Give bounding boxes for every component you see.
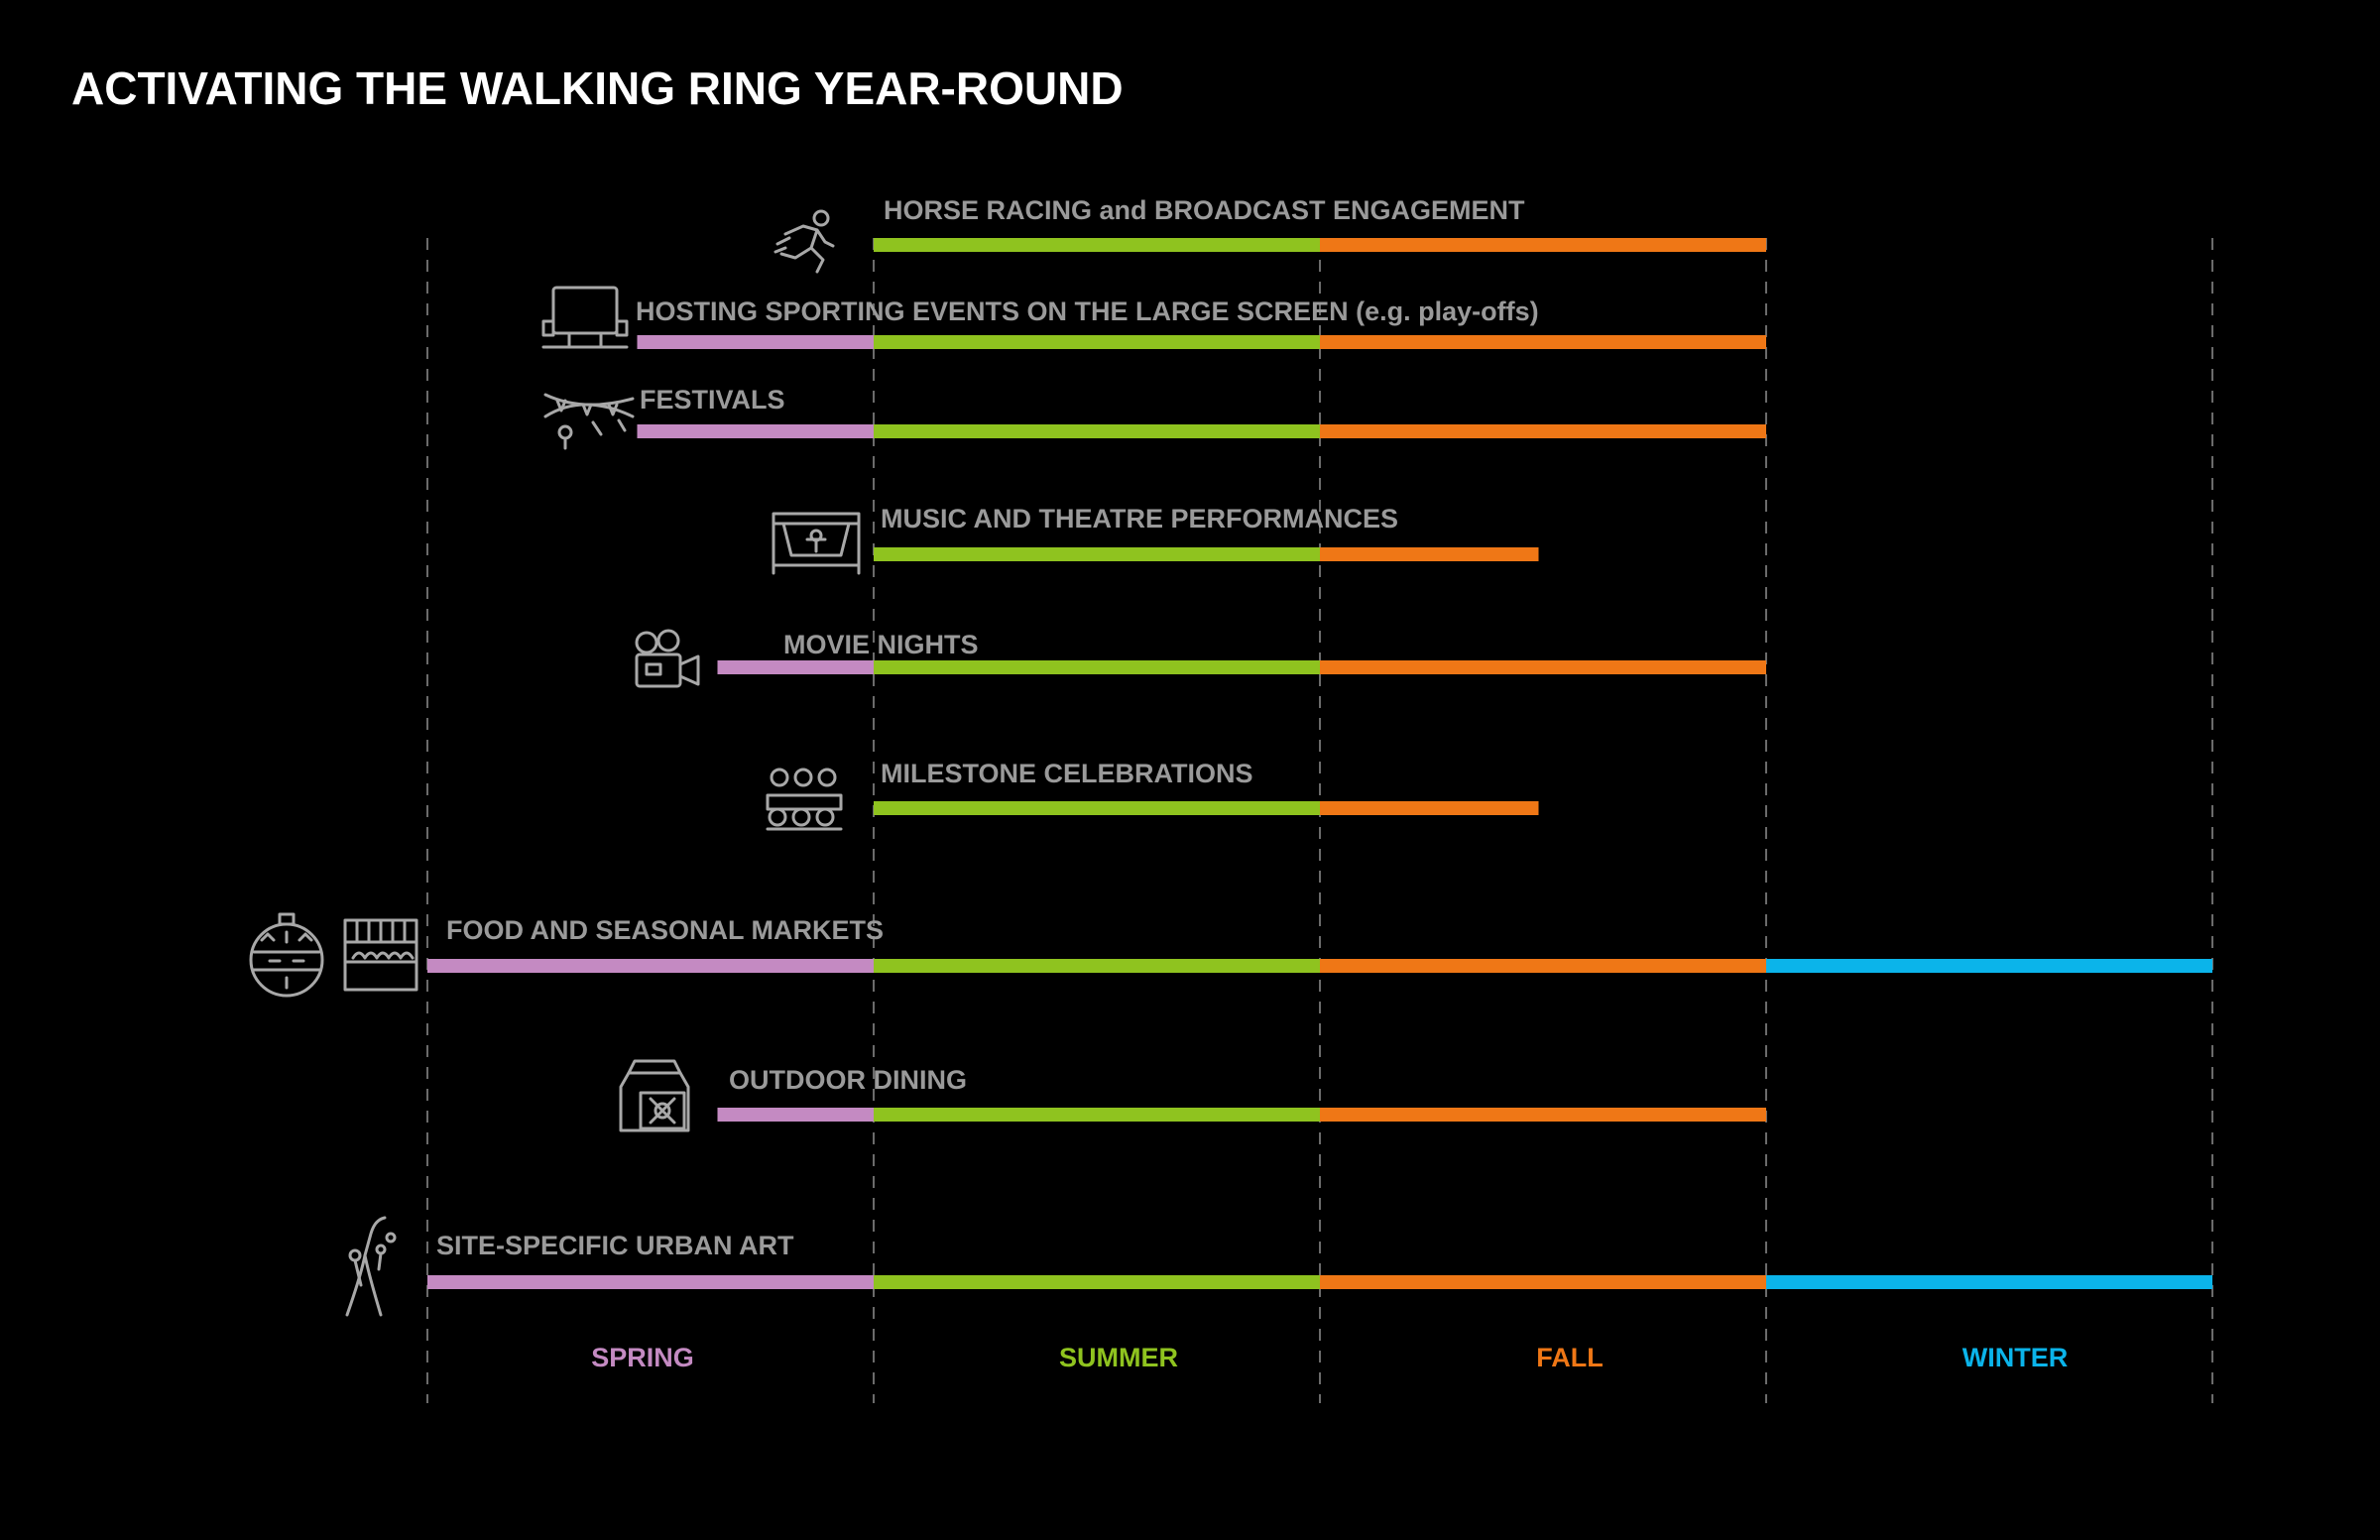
activity-bar-segment: [717, 1108, 874, 1122]
activity-bar-segment: [1766, 959, 2212, 973]
activity-bar-segment: [1320, 959, 1766, 973]
festival-lights-icon: [543, 393, 635, 450]
activity-bar-segment: [874, 959, 1320, 973]
activity-bar-segment: [874, 660, 1320, 674]
market-stall-icon: [343, 918, 418, 992]
dining-bag-icon: [619, 1059, 690, 1132]
activity-label: MOVIE NIGHTS: [783, 630, 979, 659]
activity-bar-segment: [1766, 1275, 2212, 1289]
activity-bar-segment: [717, 660, 874, 674]
stage-icon: [772, 512, 861, 575]
activity-bar-segment: [874, 1108, 1320, 1122]
activity-bar-segment: [1320, 801, 1539, 815]
activity-label: FOOD AND SEASONAL MARKETS: [446, 915, 884, 945]
season-label: FALL: [1536, 1343, 1604, 1372]
activity-bar-segment: [1320, 424, 1766, 438]
activity-bar-segment: [874, 424, 1320, 438]
activity-bar-segment: [637, 424, 874, 438]
activity-bar-segment: [1320, 547, 1539, 561]
activity-label: FESTIVALS: [640, 385, 785, 415]
activity-bar-segment: [874, 1275, 1320, 1289]
season-label: WINTER: [1963, 1343, 2068, 1372]
activity-bars: [427, 238, 2212, 1289]
activity-label: SITE-SPECIFIC URBAN ART: [436, 1231, 794, 1260]
season-labels: SPRING SUMMER FALL WINTER: [591, 1343, 2068, 1372]
large-screen-icon: [541, 286, 629, 349]
activity-label: OUTDOOR DINING: [729, 1065, 967, 1095]
season-label: SUMMER: [1059, 1343, 1178, 1372]
activity-label: MUSIC AND THEATRE PERFORMANCES: [881, 504, 1398, 533]
celebration-table-icon: [766, 768, 843, 831]
urban-art-icon: [345, 1216, 397, 1317]
activity-labels: HORSE RACING and BROADCAST ENGAGEMENT HOS…: [436, 195, 1539, 1260]
activity-label: HORSE RACING and BROADCAST ENGAGEMENT: [884, 195, 1525, 225]
activity-bar-segment: [427, 1275, 874, 1289]
activity-bar-segment: [1320, 238, 1766, 252]
activity-bar-segment: [1320, 660, 1766, 674]
horse-racing-icon: [774, 209, 835, 274]
chart-title: ACTIVATING THE WALKING RING YEAR-ROUND: [71, 62, 1124, 114]
season-dividers: [426, 238, 2213, 1403]
activity-bar-segment: [1320, 335, 1766, 349]
activity-bar-segment: [874, 238, 1320, 252]
movie-camera-icon: [635, 629, 700, 688]
activity-bar-segment: [874, 335, 1320, 349]
ornament-icon: [249, 912, 324, 998]
activity-icons: [249, 209, 861, 1317]
activity-label: MILESTONE CELEBRATIONS: [881, 759, 1253, 788]
activity-label: HOSTING SPORTING EVENTS ON THE LARGE SCR…: [636, 296, 1539, 326]
activity-bar-segment: [874, 801, 1320, 815]
activity-bar-segment: [874, 547, 1320, 561]
season-label: SPRING: [591, 1343, 694, 1372]
activity-bar-segment: [427, 959, 874, 973]
activity-bar-segment: [637, 335, 874, 349]
activity-bar-segment: [1320, 1275, 1766, 1289]
activity-bar-segment: [1320, 1108, 1766, 1122]
